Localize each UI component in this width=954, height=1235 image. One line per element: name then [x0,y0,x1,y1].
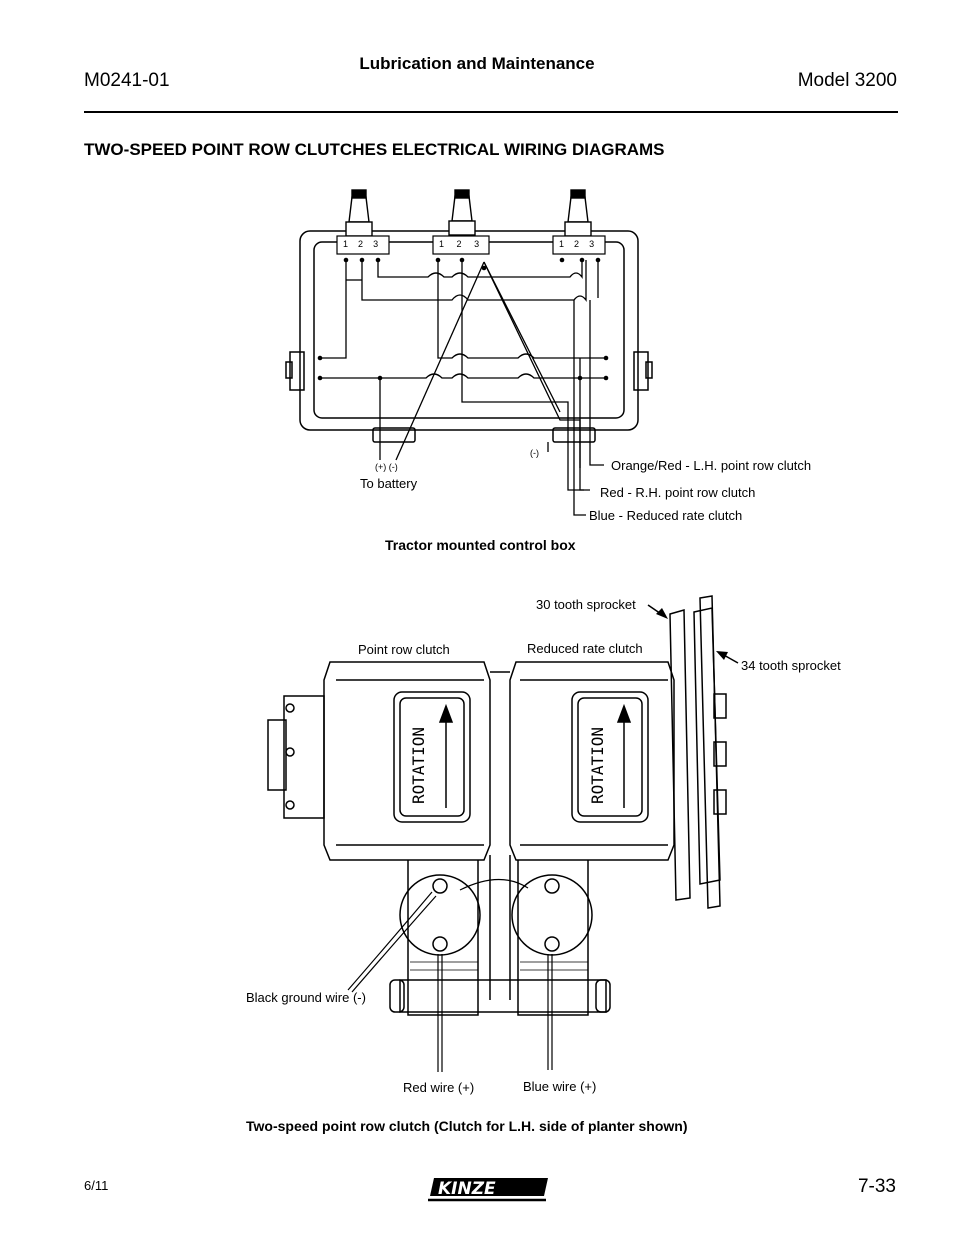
clutch-assembly-drawing [267,595,739,1072]
document-number: M0241-01 [84,70,170,91]
ground-polarity-label: (-) [530,448,539,458]
point-row-clutch-label: Point row clutch [358,642,450,657]
terminal-block-left [336,235,390,255]
point-row-coil-housing [399,874,481,956]
battery-polarity-label: (+) (-) [375,462,398,472]
wire-label-blue: Blue - Reduced rate clutch [589,508,743,523]
point-row-rotation-text: ROTATION [409,727,428,804]
sprocket-30-tooth [669,609,691,901]
control-box-caption: Tractor mounted control box [385,537,576,553]
clutch-caption: Two-speed point row clutch (Clutch for L… [246,1118,688,1134]
sprocket-34-tooth [699,595,721,909]
left-connector [289,351,305,391]
red-wire-label: Red wire (+) [403,1080,475,1095]
toggle-switches [345,189,592,237]
reduced-rate-rotation-label [571,691,649,823]
battery-label: To battery [360,476,418,491]
terminal-numbers-right: 1 2 3 [559,239,595,249]
control-box-inner [313,241,625,419]
kinze-logo: KINZE [428,1178,548,1202]
ground-wire-label: Black ground wire (-) [246,990,366,1005]
point-row-rotation-label [393,691,471,823]
terminal-numbers-center: 1 2 3 [439,239,480,249]
switch-center-toggle-icon [448,189,476,236]
switch-right-toggle-icon [564,189,592,237]
page-number: 7-33 [857,1176,896,1197]
sprocket-34-label: 34 tooth sprocket [741,658,841,673]
terminal-block-right [552,235,606,255]
reduced-rate-clutch-label: Reduced rate clutch [527,641,643,656]
battery-grommet [372,427,416,443]
reduced-rate-rotation-text: ROTATION [588,727,607,804]
wire-label-orange-red: Orange/Red - L.H. point row clutch [611,458,812,473]
point-row-clutch-body [323,661,491,861]
terminal-block-center [432,235,490,255]
reduced-rate-coil-housing [511,874,593,956]
kinze-logo-text: KINZE [438,1179,496,1199]
section-title: Lubrication and Maintenance [359,54,595,73]
switch-left-toggle-icon [345,189,373,237]
page-title: TWO-SPEED POINT ROW CLUTCHES ELECTRICAL … [84,140,665,159]
terminal-numbers-left: 1 2 3 [343,239,379,249]
blue-wire-label: Blue wire (+) [523,1079,597,1094]
wire-label-red: Red - R.H. point row clutch [600,485,756,500]
control-box-outer [299,230,639,431]
model-name: Model 3200 [797,70,897,91]
reduced-rate-clutch-body [509,661,675,861]
header-divider [84,111,898,113]
revision-date: 6/11 [84,1178,109,1193]
sprocket-30-label: 30 tooth sprocket [536,597,636,612]
right-connector [633,351,649,391]
